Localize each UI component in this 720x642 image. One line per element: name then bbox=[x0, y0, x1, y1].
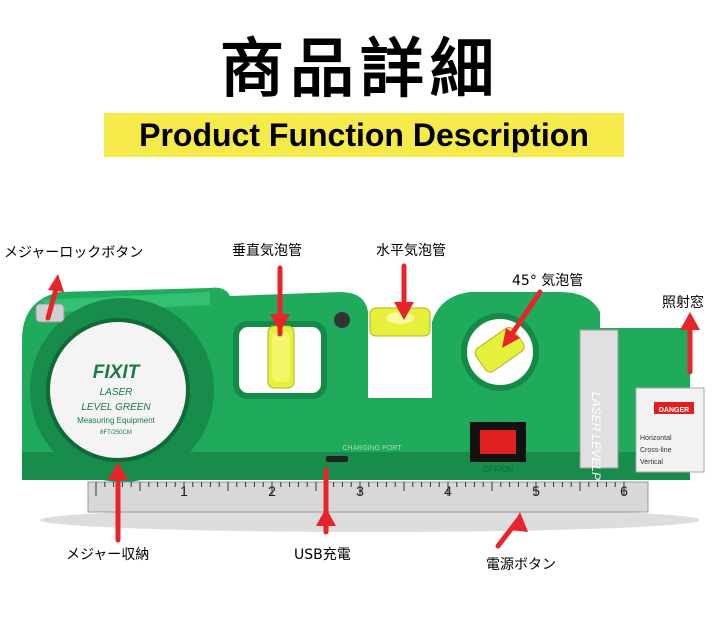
side-label: LASER LEVELPRO 4 bbox=[589, 392, 603, 508]
arrow-head-45-vial bbox=[502, 328, 520, 348]
label-line-3: Measuring Equipment bbox=[77, 416, 156, 425]
arrow-head-tape-storage bbox=[108, 462, 128, 480]
laser-window-panel bbox=[579, 329, 705, 473]
vertical-vial bbox=[233, 321, 327, 399]
ruler-number: 1 bbox=[180, 483, 188, 499]
callout-laser-window: 照射窓 bbox=[662, 295, 704, 311]
callout-usb: USB充電 bbox=[294, 547, 351, 563]
arrow-head-tape-lock bbox=[48, 274, 64, 292]
ruler-number: 6 bbox=[620, 483, 628, 499]
subtitle-banner bbox=[104, 113, 624, 157]
label-line-2: LEVEL GREEN bbox=[81, 402, 151, 413]
callout-power: 電源ボタン bbox=[486, 557, 556, 573]
usb-port[interactable] bbox=[326, 456, 348, 462]
power-switch[interactable] bbox=[470, 422, 526, 462]
ruler-number: 3 bbox=[356, 483, 364, 499]
arrow-head-power bbox=[510, 512, 528, 532]
arrow-head-usb bbox=[316, 508, 336, 526]
ruler bbox=[87, 481, 649, 513]
brand-label: FIXIT bbox=[93, 362, 141, 383]
page-title: 商品詳細 bbox=[220, 33, 500, 107]
ruler-number: 4 bbox=[444, 483, 452, 499]
tape-measure-housing bbox=[30, 298, 214, 482]
ruler-ticks: 1 2 3 4 5 6 bbox=[95, 482, 628, 499]
arrow-45-vial bbox=[505, 289, 543, 343]
label-line-4: 8FT/250CM bbox=[100, 430, 132, 436]
charging-port-label: CHARGING PORT bbox=[343, 445, 403, 452]
laser-panel-line-2: Cross-line bbox=[640, 447, 672, 454]
laser-panel-line-3: Vertical bbox=[640, 459, 663, 466]
ruler-number: 2 bbox=[268, 483, 276, 499]
callout-tape-lock: メジャーロックボタン bbox=[4, 245, 144, 261]
arrow-head-horizontal-vial bbox=[394, 302, 414, 320]
callout-tape-storage: メジャー収納 bbox=[66, 547, 150, 563]
label-line-1: LASER bbox=[100, 387, 133, 398]
callout-vertical-vial: 垂直気泡管 bbox=[232, 243, 302, 259]
laser-panel-line-1: Horizontal bbox=[640, 435, 672, 442]
ruler-number: 5 bbox=[532, 483, 540, 499]
callout-horizontal-vial: 水平気泡管 bbox=[376, 243, 446, 259]
arrow-head-laser-window bbox=[680, 312, 700, 330]
horizontal-vial bbox=[368, 307, 432, 398]
callout-45-vial: 45° 気泡管 bbox=[512, 273, 584, 289]
subtitle: Product Function Description bbox=[139, 117, 589, 153]
vial-45-degree bbox=[461, 313, 539, 391]
arrow-head-vertical-vial bbox=[270, 314, 290, 332]
switch-label: OFF/ON bbox=[483, 465, 513, 474]
danger-label: DANGER bbox=[659, 407, 689, 414]
